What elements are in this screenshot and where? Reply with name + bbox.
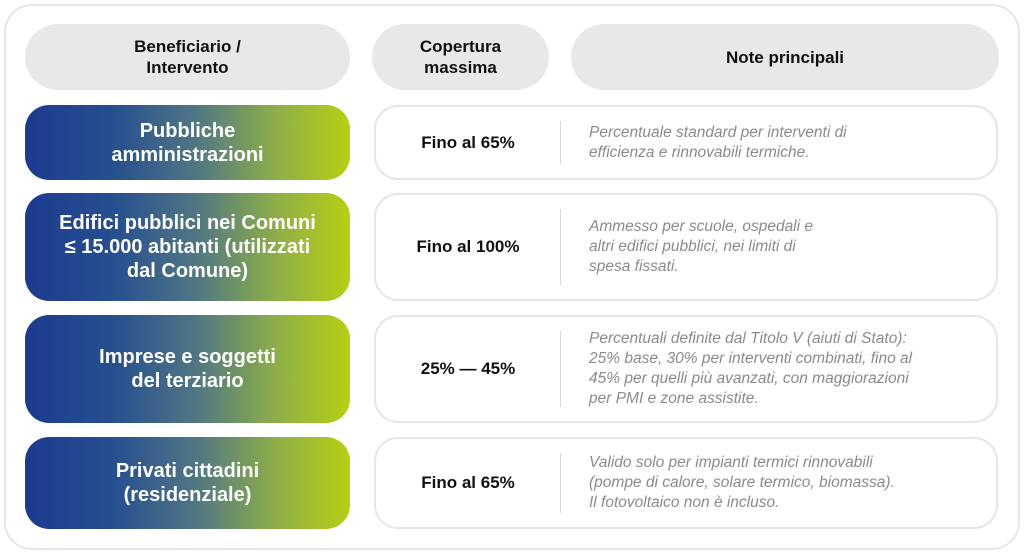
beneficiary-pill: Pubbliche amministrazioni [25, 105, 350, 180]
detail-card: 25% — 45% Percentuali definite dal Titol… [374, 315, 998, 423]
coverage-value: Fino al 100% [416, 237, 520, 256]
note-text: Valido solo per impianti termici rinnova… [589, 454, 895, 511]
card-divider [560, 331, 561, 407]
header-beneficiary-label: Beneficiario / Intervento [134, 37, 241, 77]
beneficiary-label: Edifici pubblici nei Comuni ≤ 15.000 abi… [59, 212, 316, 282]
beneficiary-label: Privati cittadini (residenziale) [115, 460, 260, 506]
header-notes: Note principali [571, 24, 999, 90]
coverage-value: 25% — 45% [420, 359, 516, 378]
table-row: Privati cittadini (residenziale) Fino al… [0, 437, 1024, 529]
card-divider [560, 453, 561, 513]
coverage-value: Fino al 65% [421, 132, 515, 152]
header-coverage: Copertura massima [372, 24, 549, 90]
beneficiary-pill: Imprese e soggetti del terziario [25, 315, 350, 423]
coverage-value: Fino al 65% [421, 473, 515, 492]
beneficiary-label: Imprese e soggetti del terziario [99, 346, 276, 392]
card-divider [560, 121, 561, 164]
detail-card: Fino al 100% Ammesso per scuole, ospedal… [374, 193, 998, 301]
header-beneficiary: Beneficiario / Intervento [25, 24, 350, 90]
note-text: Ammesso per scuole, ospedali e altri edi… [589, 218, 814, 275]
table-row: Pubbliche amministrazioni Fino al 65% Pe… [0, 105, 1024, 180]
header-coverage-label: Copertura massima [419, 37, 502, 77]
beneficiary-pill: Edifici pubblici nei Comuni ≤ 15.000 abi… [25, 193, 350, 301]
beneficiary-pill: Privati cittadini (residenziale) [25, 437, 350, 529]
table-row: Edifici pubblici nei Comuni ≤ 15.000 abi… [0, 193, 1024, 301]
header-notes-label: Note principali [725, 47, 845, 67]
note-text: Percentuali definite dal Titolo V (aiuti… [589, 330, 913, 407]
detail-card: Fino al 65% Percentuale standard per int… [374, 105, 998, 180]
table-row: Imprese e soggetti del terziario 25% — 4… [0, 315, 1024, 423]
card-divider [560, 209, 561, 285]
detail-card: Fino al 65% Valido solo per impianti ter… [374, 437, 998, 529]
note-text: Percentuale standard per interventi di e… [589, 123, 847, 161]
beneficiary-label: Pubbliche amministrazioni [111, 119, 264, 166]
